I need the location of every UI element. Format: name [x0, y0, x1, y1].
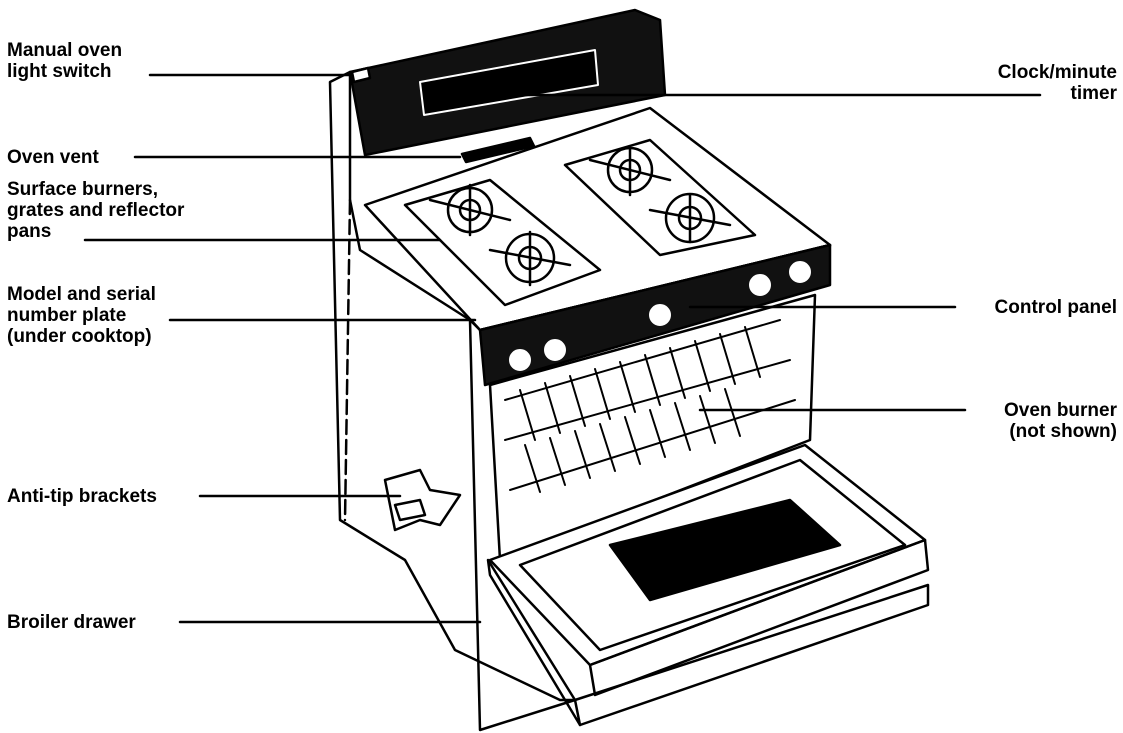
label-model-serial-plate: Model and serial number plate (under coo… — [7, 284, 156, 347]
knob-1 — [509, 349, 531, 371]
label-surface-burners: Surface burners, grates and reflector pa… — [7, 179, 185, 242]
label-control-panel: Control panel — [994, 297, 1117, 318]
anti-tip-bracket-mark — [383, 468, 462, 532]
light-switch — [350, 66, 372, 84]
oven-vent — [460, 136, 536, 164]
label-broiler-drawer: Broiler drawer — [7, 612, 136, 633]
label-oven-vent: Oven vent — [7, 147, 99, 168]
oven-racks — [504, 319, 796, 493]
right-burners — [563, 138, 757, 257]
label-manual-oven-light-switch: Manual oven light switch — [7, 40, 123, 82]
left-burners — [403, 178, 602, 307]
label-clock-minute-timer: Clock/minute timer — [997, 62, 1117, 104]
leader-lines — [83, 73, 1042, 624]
range-side-panel — [328, 70, 577, 732]
label-anti-tip-brackets: Anti-tip brackets — [7, 486, 157, 507]
label-oven-burner: Oven burner (not shown) — [1004, 400, 1117, 442]
knob-2 — [544, 339, 566, 361]
knob-5 — [789, 261, 811, 283]
door-window — [608, 498, 842, 602]
clock-window — [419, 49, 599, 116]
knob-4 — [749, 274, 771, 296]
oven-cavity — [488, 293, 817, 562]
knob-3 — [649, 304, 671, 326]
